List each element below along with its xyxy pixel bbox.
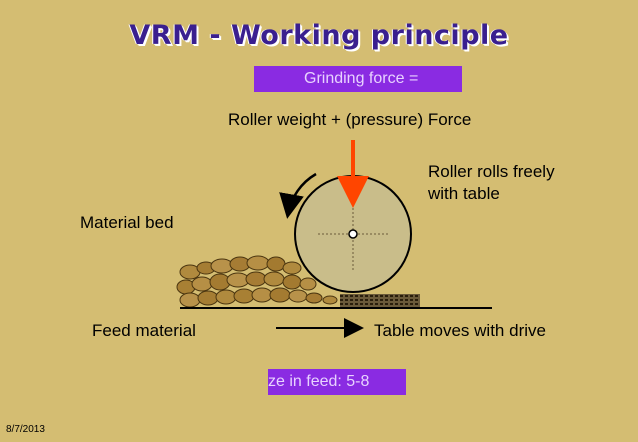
roller-axis-icon — [348, 229, 358, 239]
material-bed-pebbles — [176, 255, 338, 308]
size-in-feed-label: ze in feed: 5-8 — [268, 373, 370, 390]
slide-title-text: VRM - Working principle — [129, 20, 509, 51]
slide-date: 8/7/2013 — [6, 424, 45, 435]
roller-rolls-label-line2: with table — [428, 184, 500, 203]
rotation-arrow-icon — [279, 172, 317, 219]
material-bed-label: Material bed — [80, 213, 174, 232]
grinding-force-box: Grinding force = — [254, 66, 462, 92]
grinding-force-label: Grinding force = — [304, 70, 419, 87]
roller-weight-label: Roller weight + (pressure) Force — [228, 110, 472, 129]
table-moves-label: Table moves with drive — [374, 321, 546, 340]
size-in-feed-box: ze in feed: 5-8 — [268, 369, 406, 395]
compacted-material — [340, 294, 420, 308]
feed-material-label: Feed material — [92, 321, 196, 340]
slide-title: VRM - Working principle — [0, 20, 638, 51]
roller-rolls-label-line1: Roller rolls freely — [428, 162, 555, 181]
